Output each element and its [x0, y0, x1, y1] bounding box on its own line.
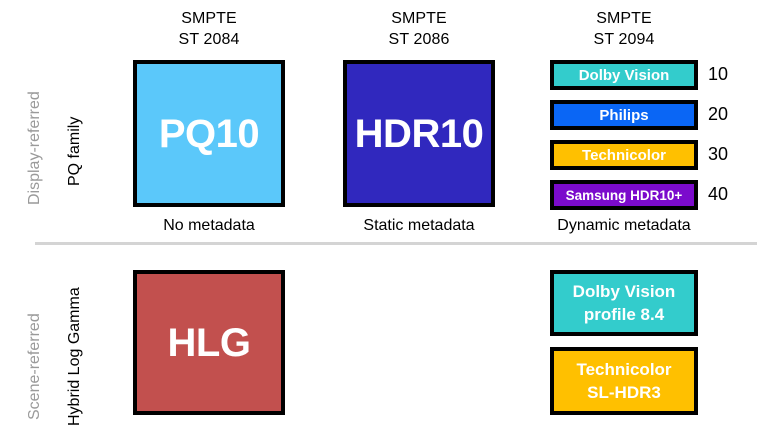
vendor-bar-dolby-vision-label: Dolby Vision	[578, 66, 670, 84]
column-header-line1: SMPTE	[181, 10, 237, 27]
vendor-block-technicolor-sl-hdr3-label: Technicolor SL-HDR3	[576, 358, 671, 404]
format-box-hlg[interactable]: HLG	[133, 270, 285, 415]
format-box-hlg-label: HLG	[167, 320, 251, 365]
format-box-pq10-label: PQ10	[158, 111, 260, 156]
caption-dynamic-metadata: Dynamic metadata	[557, 217, 691, 234]
vendor-number-philips: 20	[708, 104, 729, 124]
vendor-block-line2: SL-HDR3	[587, 383, 661, 402]
row-label-hybrid-log-gamma: Hybrid Log Gamma	[66, 287, 83, 426]
column-header-line2: ST 2084	[178, 31, 240, 48]
vendor-bar-samsung-hdr10plus-label: Samsung HDR10+	[565, 187, 683, 203]
vendor-block-dolby-vision-profile-84[interactable]: Dolby Vision profile 8.4	[550, 270, 698, 336]
column-header-line2: ST 2094	[593, 31, 655, 48]
vendor-block-technicolor-sl-hdr3[interactable]: Technicolor SL-HDR3	[550, 347, 698, 415]
format-box-hdr10-label: HDR10	[354, 111, 484, 156]
column-header-line1: SMPTE	[391, 10, 447, 27]
format-box-pq10[interactable]: PQ10	[133, 60, 285, 207]
vendor-block-line1: Dolby Vision	[572, 282, 676, 301]
vendor-bar-samsung-hdr10plus[interactable]: Samsung HDR10+	[550, 180, 698, 210]
vendor-number-technicolor: 30	[708, 144, 729, 164]
row-label-display-referred: Display-referred	[26, 91, 43, 205]
vendor-block-line1: Technicolor	[576, 360, 672, 379]
caption-no-metadata: No metadata	[163, 217, 255, 234]
vendor-bar-dolby-vision[interactable]: Dolby Vision	[550, 60, 698, 90]
vendor-bar-technicolor[interactable]: Technicolor	[550, 140, 698, 170]
section-divider	[35, 242, 757, 245]
vendor-bar-technicolor-label: Technicolor	[582, 146, 666, 164]
vendor-number-samsung-hdr10plus: 40	[708, 184, 729, 204]
column-header-line1: SMPTE	[596, 10, 652, 27]
vendor-bar-philips[interactable]: Philips	[550, 100, 698, 130]
vendor-block-dolby-vision-profile-84-label: Dolby Vision profile 8.4	[573, 280, 676, 326]
row-label-pq-family: PQ family	[66, 116, 83, 186]
caption-static-metadata: Static metadata	[363, 217, 475, 234]
vendor-block-line2: profile 8.4	[583, 305, 665, 324]
column-header-st2094: SMPTE ST 2094	[548, 8, 700, 50]
column-header-st2084: SMPTE ST 2084	[133, 8, 285, 50]
vendor-bar-philips-label: Philips	[599, 106, 649, 124]
row-label-scene-referred: Scene-referred	[26, 313, 43, 420]
format-box-hdr10[interactable]: HDR10	[343, 60, 495, 207]
vendor-number-dolby-vision: 10	[708, 64, 729, 84]
column-header-st2086: SMPTE ST 2086	[343, 8, 495, 50]
column-header-line2: ST 2086	[388, 31, 450, 48]
